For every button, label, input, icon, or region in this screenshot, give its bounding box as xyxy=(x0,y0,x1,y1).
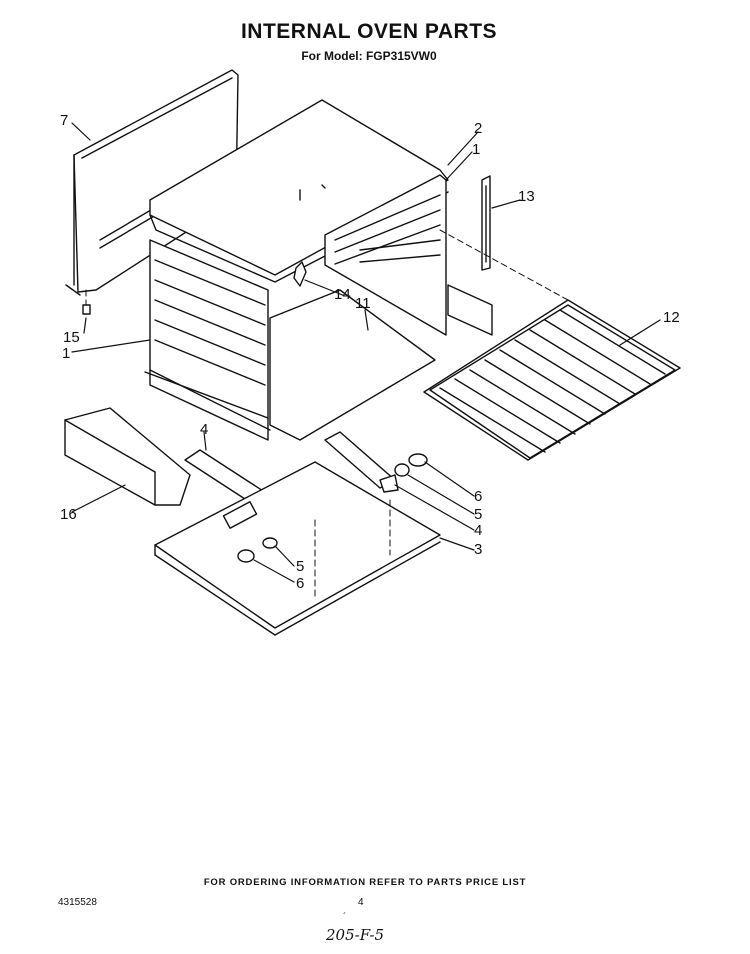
part-1-right-liner-side xyxy=(324,174,493,336)
callout-12: 12 xyxy=(663,309,680,326)
part-3-bottom-panel xyxy=(154,461,441,636)
part-7-rear-panel xyxy=(65,69,239,296)
page-title: INTERNAL OVEN PARTS xyxy=(240,20,498,43)
callout-6-right: 6 xyxy=(474,488,483,505)
document-number: 4315528 xyxy=(58,897,97,908)
callout-13: 13 xyxy=(518,188,535,205)
part-1-left-liner-side xyxy=(144,239,269,441)
callout-11: 11 xyxy=(355,295,371,312)
part-4-bracket-right xyxy=(379,474,399,493)
part-15-screw xyxy=(82,304,91,315)
callout-1-right: 1 xyxy=(472,141,481,158)
callout-16: 16 xyxy=(60,506,77,523)
part-6-knob-right xyxy=(408,453,428,467)
callout-1-left: 1 xyxy=(62,345,71,362)
callout-4-right: 4 xyxy=(474,522,483,539)
part-16-front-trim xyxy=(64,407,191,506)
part-14-clip xyxy=(293,261,307,287)
callout-6-left: 6 xyxy=(296,575,305,592)
tick-mark: ´ xyxy=(343,912,347,923)
part-11-oven-bottom xyxy=(149,289,436,441)
callout-7: 7 xyxy=(60,112,69,129)
alignment-lines xyxy=(85,229,569,601)
callout-3: 3 xyxy=(474,541,483,558)
callout-14: 14 xyxy=(334,286,351,303)
part-13-vent-strip xyxy=(481,175,491,271)
callout-5-right: 5 xyxy=(474,506,483,523)
handwritten-note: 205-F-5 xyxy=(326,926,385,944)
ordering-note: FOR ORDERING INFORMATION REFER TO PARTS … xyxy=(203,877,527,888)
page-number: 4 xyxy=(358,897,364,908)
part-5-bearing-left xyxy=(262,537,278,549)
model-subtitle: For Model: FGP315VW0 xyxy=(301,49,437,63)
part-5-bearing-right xyxy=(394,463,410,477)
callout-5-left: 5 xyxy=(296,558,305,575)
part-6-knob-left xyxy=(237,549,255,563)
callout-15: 15 xyxy=(63,329,80,346)
part-12-oven-rack xyxy=(423,299,681,461)
callout-4-left: 4 xyxy=(200,421,209,438)
leader-lines xyxy=(71,122,661,583)
callout-2: 2 xyxy=(474,120,483,137)
